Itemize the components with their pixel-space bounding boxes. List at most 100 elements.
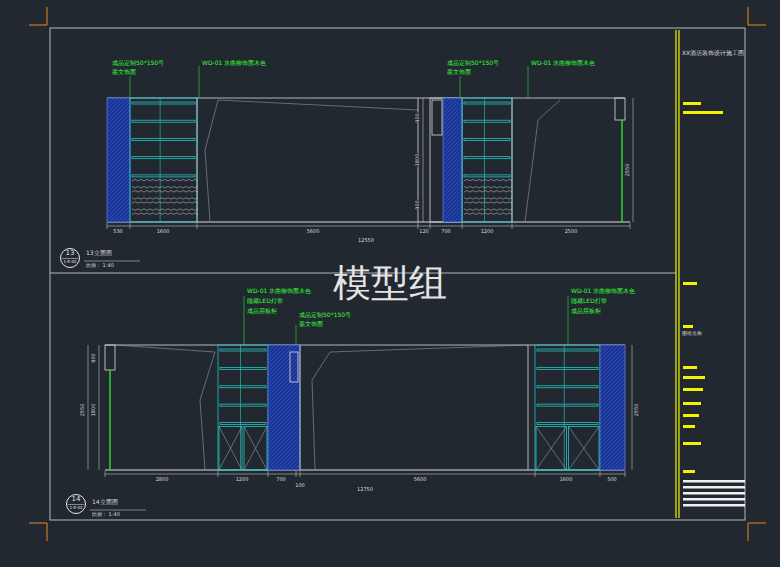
- dimension-tick: [535, 471, 536, 477]
- leader-line: [568, 296, 569, 345]
- annotation-text: 成品定制50*150号: [447, 60, 499, 67]
- dimension-tick: [107, 223, 108, 229]
- dimension-tick: [300, 471, 301, 477]
- title-block-bar: [683, 425, 695, 428]
- dimension-tick: [296, 471, 297, 477]
- shelf-unit: [462, 98, 512, 222]
- shelf-divider: [484, 98, 485, 222]
- dimension-text: 1800: [91, 404, 97, 417]
- dimension-tick: [130, 223, 131, 229]
- shelf-board: [464, 120, 510, 122]
- title-block-bar: [683, 480, 745, 483]
- annotation-text: WD-01 水曲柳饰面木色: [571, 288, 635, 295]
- leader-line: [130, 73, 131, 98]
- shelf-board: [464, 157, 510, 159]
- annotation-text: 墨文饰面: [299, 321, 323, 328]
- title-block-bar: [683, 492, 745, 495]
- drawing-line: [300, 345, 301, 470]
- dimension-text: 5600: [414, 477, 427, 483]
- shelf-board: [537, 349, 598, 351]
- shelf-board: [537, 423, 598, 425]
- wood-grain: [132, 179, 198, 214]
- corner-mark: [47, 7, 48, 25]
- shelf-board: [132, 102, 195, 104]
- annotation-text: WD-01 水曲柳饰面木色: [202, 60, 266, 67]
- dimension-text: 120: [419, 229, 429, 235]
- curtain-line: [312, 352, 330, 380]
- curtain-line: [538, 100, 560, 120]
- sheet-reference: 1-E-02: [69, 506, 82, 510]
- box: [105, 345, 115, 370]
- door-cross: [536, 427, 567, 471]
- shelf-board: [220, 349, 266, 351]
- corner-mark: [47, 523, 48, 541]
- title-block-bar: [683, 498, 745, 501]
- title-block-bar: [683, 366, 697, 369]
- bubble-divider: [62, 258, 78, 259]
- dimension-text: 5600: [307, 229, 320, 235]
- cabinet-door: [569, 427, 600, 471]
- green-edge: [621, 120, 622, 222]
- annotation-text: 隐藏LED灯带: [247, 298, 283, 305]
- dimension-tick: [430, 223, 431, 229]
- sheet-frame: [50, 28, 745, 520]
- leader-line: [460, 73, 461, 98]
- callout-number: 14: [72, 496, 81, 503]
- curtain-line: [200, 352, 215, 400]
- hatched-column: [107, 98, 130, 222]
- cabinet-door: [244, 427, 267, 471]
- sheet-reference: 1-E-02: [63, 260, 76, 264]
- title-block-bar: [683, 504, 745, 507]
- dimension-line: [107, 226, 630, 227]
- corner-mark: [748, 25, 766, 26]
- door-cross: [569, 427, 600, 471]
- dimension-text: 100: [295, 483, 305, 489]
- title-block-bar: [683, 111, 723, 114]
- dimension-text: 2550: [80, 404, 86, 417]
- title-block-bar: [683, 282, 697, 285]
- callout-number: 13: [66, 250, 75, 257]
- title-block-bar: [683, 388, 703, 391]
- shelf-unit: [535, 345, 600, 470]
- dimension-text: 比例： 1:40: [92, 512, 120, 518]
- shelf-board: [464, 102, 510, 104]
- dimension-text: 700: [441, 229, 451, 235]
- corner-mark: [748, 523, 766, 524]
- title-block-bar: [683, 442, 701, 445]
- shelf-board: [132, 120, 195, 122]
- shelf-board: [220, 386, 266, 388]
- dimension-text: 900: [91, 353, 97, 363]
- annotation-text: WD-01 水曲柳饰面木色: [531, 60, 595, 67]
- annotation-text: 成品层板柜: [247, 308, 277, 315]
- shelf-board: [464, 175, 510, 177]
- curtain-line: [525, 120, 538, 222]
- shelf-board: [132, 157, 195, 159]
- dimension-text: 900: [415, 113, 421, 123]
- title-strip-line: [678, 30, 679, 518]
- title-underline: [90, 510, 146, 511]
- dimension-line: [632, 345, 633, 470]
- curtain-line: [218, 100, 418, 110]
- curtain-line: [312, 380, 315, 470]
- shelf-board: [537, 386, 598, 388]
- annotation-text: 墨文饰面: [447, 69, 471, 76]
- dimension-text: 2500: [565, 229, 578, 235]
- drawing-line: [197, 98, 198, 222]
- callout-bubble: 14 1-E-02: [66, 494, 86, 514]
- dimension-text: 1200: [481, 229, 494, 235]
- corner-mark: [748, 7, 749, 25]
- dimension-text: 2550: [625, 164, 631, 177]
- title-block-bar: [683, 102, 701, 105]
- curtain-line: [205, 100, 218, 150]
- dimension-text: 530: [113, 229, 123, 235]
- annotation-text: 成品层板柜: [571, 308, 601, 315]
- title-block-bar: [683, 470, 695, 473]
- leader-line: [199, 66, 200, 98]
- corner-mark: [748, 523, 749, 541]
- shelf-board: [132, 138, 195, 140]
- dimension-text: 1200: [236, 477, 249, 483]
- column-outline: [430, 98, 462, 222]
- door-cross: [244, 427, 267, 471]
- dimension-tick: [418, 223, 419, 229]
